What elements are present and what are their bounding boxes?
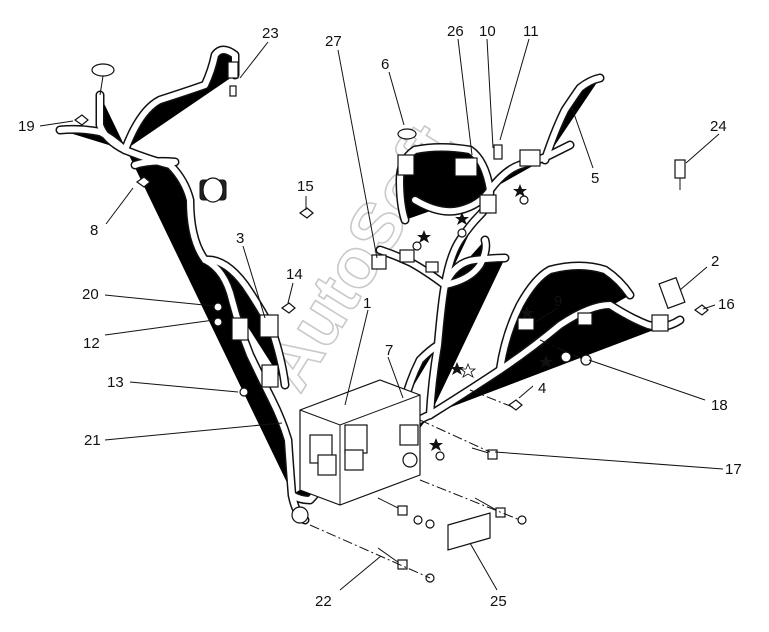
callout-24: 24 xyxy=(710,118,727,135)
callout-4: 4 xyxy=(538,380,546,397)
connectors xyxy=(91,61,686,446)
callout-5: 5 xyxy=(591,170,599,187)
callout-6: 6 xyxy=(381,56,389,73)
callout-7: 7 xyxy=(385,342,393,359)
callout-13: 13 xyxy=(107,374,124,391)
leader-lines xyxy=(39,38,724,591)
callout-22: 22 xyxy=(315,593,332,610)
assembly-stars xyxy=(417,184,553,451)
callout-23: 23 xyxy=(262,25,279,42)
callout-21: 21 xyxy=(84,432,101,449)
fasteners xyxy=(73,114,709,583)
callout-25: 25 xyxy=(490,593,507,610)
callout-10: 10 xyxy=(479,23,496,40)
callout-19: 19 xyxy=(18,118,35,135)
callout-2: 2 xyxy=(711,253,719,270)
callout-9: 9 xyxy=(554,293,562,310)
callout-26: 26 xyxy=(447,23,464,40)
callout-1: 1 xyxy=(363,295,371,312)
callout-20: 20 xyxy=(82,286,99,303)
callout-8: 8 xyxy=(90,222,98,239)
callout-27: 27 xyxy=(325,33,342,50)
callout-15: 15 xyxy=(297,178,314,195)
assembly-lines xyxy=(309,339,586,579)
callout-3: 3 xyxy=(236,230,244,247)
callout-14: 14 xyxy=(286,266,303,283)
callout-18: 18 xyxy=(711,397,728,414)
callout-11: 11 xyxy=(523,23,539,40)
control-module xyxy=(291,379,421,524)
callout-16: 16 xyxy=(718,296,735,313)
callout-numbers: 1 2 3 4 5 6 7 8 9 10 11 12 13 14 15 16 1… xyxy=(18,23,742,610)
label-plate xyxy=(447,512,491,551)
callout-12: 12 xyxy=(83,335,100,352)
callout-17: 17 xyxy=(725,461,742,478)
